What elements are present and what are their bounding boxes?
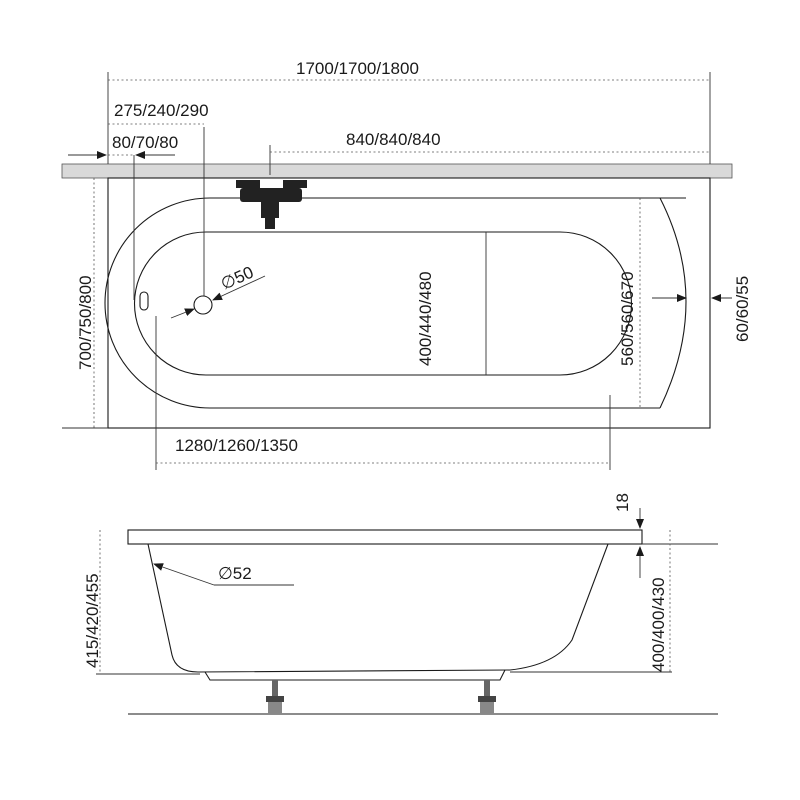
dim-width-total: 700/750/800 xyxy=(76,275,95,370)
side-bowl xyxy=(147,543,609,673)
dim-rim-thickness: 18 xyxy=(613,493,632,512)
tub-outline xyxy=(107,177,711,429)
inner-basin xyxy=(133,231,633,376)
dim-length-total: 1700/1700/1800 xyxy=(296,59,419,78)
dim-basin-height: 400/400/430 xyxy=(649,577,668,672)
dim-drain-offset: 275/240/290 xyxy=(114,101,209,120)
dim-inner-length: 1280/1260/1350 xyxy=(175,436,298,455)
dim-total-height: 415/420/455 xyxy=(83,573,102,668)
dim-inner-width: 400/440/480 xyxy=(416,271,435,366)
drain-hole xyxy=(193,295,213,315)
side-rim xyxy=(127,529,643,545)
side-view: 18 ∅52 415/420/455 400/400/430 xyxy=(83,493,718,715)
top-view: 1700/1700/1800 275/240/290 80/70/80 840/… xyxy=(61,59,752,470)
dim-basin-width: 560/560/670 xyxy=(618,271,637,366)
rim-outline xyxy=(104,197,686,409)
dim-edge-depth: 60/60/55 xyxy=(733,276,752,342)
leg-left xyxy=(266,680,284,714)
faucet-icon xyxy=(236,180,307,229)
overflow-hole xyxy=(139,291,149,311)
dim-faucet-offset: 840/840/840 xyxy=(346,130,441,149)
wall-ledge xyxy=(61,163,733,179)
dim-overflow-diameter: ∅52 xyxy=(218,564,252,583)
leg-right xyxy=(478,680,496,714)
dim-rim-offset: 80/70/80 xyxy=(112,133,178,152)
